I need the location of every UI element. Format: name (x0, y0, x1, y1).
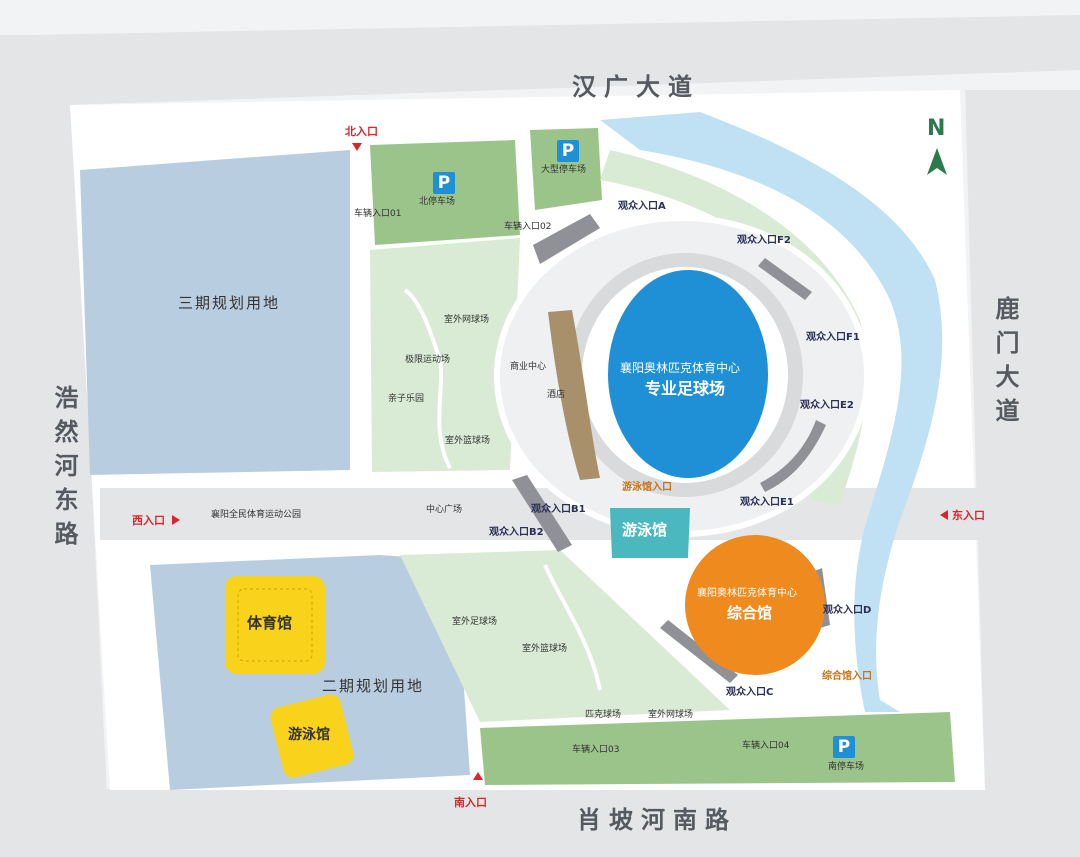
gate-f2-bar (758, 258, 812, 300)
west-road (0, 35, 110, 857)
stadium (608, 270, 768, 478)
basketball-south-label: 室外篮球场 (522, 644, 568, 654)
business-center-building (548, 310, 600, 480)
center-plaza-label: 中心广场 (426, 505, 463, 515)
north-parking-label: 北停车场 (419, 197, 456, 207)
large-parking-area (530, 128, 602, 210)
east-green (600, 150, 867, 505)
gymnasium-name: 体育馆 (247, 614, 293, 632)
arena-name: 综合馆 (727, 604, 773, 622)
natatorium-building (270, 694, 354, 778)
kids-park-label: 亲子乐园 (388, 394, 425, 404)
south-road (0, 780, 1080, 857)
north-parking-icon: P (433, 172, 455, 194)
north-entrance-arrow (352, 143, 362, 151)
nw-path (403, 288, 452, 469)
tennis-south-label: 室外网球场 (648, 710, 694, 720)
spectator-gate-e1: 观众入口E1 (740, 497, 794, 508)
business-center-label: 商业中心 (510, 362, 547, 372)
large-parking-icon: P (557, 140, 579, 162)
vehicle-gate-02: 车辆入口02 (504, 222, 552, 232)
stadium-title: 襄阳奥林匹克体育中心 (620, 361, 741, 375)
west-road-label: 浩然河东路 (50, 385, 78, 555)
east-road (965, 90, 1080, 790)
swim-hall-building (610, 508, 690, 558)
compass-label: N (927, 116, 946, 141)
north-entrance-label: 北入口 (345, 125, 378, 138)
gate-a-bar (533, 214, 600, 264)
spectator-gate-b2: 观众入口B2 (489, 527, 544, 538)
spectator-gate-b1: 观众入口B1 (531, 504, 586, 515)
nw-park (370, 238, 520, 472)
gymnasium-outline (237, 588, 313, 662)
swim-hall-entrance-label: 游泳馆入口 (622, 482, 672, 493)
south-parking-label: 南停车场 (828, 762, 865, 772)
arena-building (685, 535, 825, 675)
spectator-gate-c: 观众入口C (726, 687, 774, 698)
east-road-label: 鹿门大道 (991, 296, 1019, 432)
south-entrance-label: 南入口 (454, 796, 487, 809)
large-parking-label: 大型停车场 (541, 165, 587, 175)
south-parking-icon: P (833, 736, 855, 758)
south-entrance-arrow (473, 772, 483, 780)
natatorium-name: 游泳馆 (288, 727, 330, 743)
hotel-label: 酒店 (547, 390, 566, 400)
west-entrance-label: 西入口 (132, 514, 165, 527)
extreme-sports-label: 极限运动场 (405, 355, 451, 365)
phase2-land-label: 二期规划用地 (322, 677, 425, 695)
gymnasium-building (225, 576, 325, 674)
south-park (400, 550, 730, 722)
swim-hall-name: 游泳馆 (622, 521, 668, 539)
north-road-label: 汉广大道 (572, 73, 700, 101)
vehicle-gate-04: 车辆入口04 (742, 741, 790, 751)
south-path (543, 564, 602, 691)
spectator-gate-d: 观众入口D (823, 605, 872, 616)
phase3-land (80, 150, 350, 475)
gate-b-bar (512, 475, 572, 552)
basketball-north-label: 室外篮球场 (445, 436, 491, 446)
spectator-gate-f1: 观众入口F1 (806, 332, 860, 343)
spectator-gate-e2: 观众入口E2 (800, 400, 854, 411)
stadium-name: 专业足球场 (645, 379, 726, 398)
phase3-land-label: 三期规划用地 (178, 294, 281, 312)
arena-entrance-label: 综合馆入口 (822, 671, 872, 682)
arena-title: 襄阳奥林匹克体育中心 (697, 588, 797, 599)
spectator-gate-a: 观众入口A (618, 201, 666, 212)
outdoor-football-label: 室外足球场 (452, 617, 498, 627)
east-entrance-arrow (940, 510, 948, 520)
north-road (30, 15, 1080, 105)
gate-c-bar (660, 620, 738, 683)
south-parking-area (480, 712, 955, 785)
gate-e-bar (760, 420, 826, 492)
compass-arrow (927, 148, 947, 175)
vehicle-gate-01: 车辆入口01 (354, 209, 402, 219)
vehicle-gate-03: 车辆入口03 (572, 745, 620, 755)
tennis-north-label: 室外网球场 (444, 315, 490, 325)
public-park-label: 襄阳全民体育运动公园 (211, 510, 302, 520)
west-entrance-arrow (172, 515, 180, 525)
east-entrance-label: 东入口 (952, 509, 985, 522)
spectator-gate-f2: 观众入口F2 (737, 235, 791, 246)
south-road-label: 肖坡河南路 (577, 806, 737, 834)
pickleball-label: 匹克球场 (585, 710, 622, 720)
